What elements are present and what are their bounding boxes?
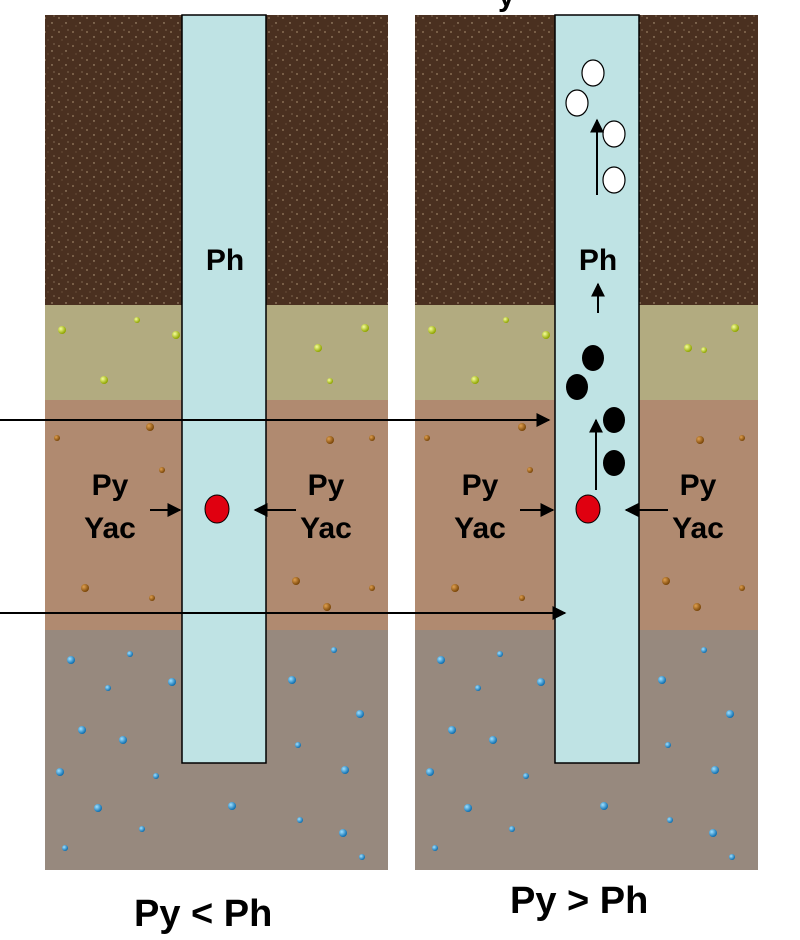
blue-grains (56, 647, 365, 860)
left-caption: Py < Ph (134, 893, 273, 935)
left-fluid-label: Yac (84, 512, 136, 545)
influx-bubble (575, 494, 601, 524)
right-pressure-label: Py (308, 469, 345, 502)
right-fluid-label: Yac (672, 512, 724, 545)
blue-grains (426, 647, 735, 860)
right-panel: Ph Py Yac Py Yac (415, 14, 758, 870)
left-fluid-label: Yac (454, 512, 506, 545)
right-fluid-label: Yac (300, 512, 352, 545)
title-fragment: y (498, 0, 515, 13)
brown-grains (54, 423, 375, 611)
yellow-grains (58, 317, 369, 384)
gas-bubbles (565, 59, 626, 194)
right-caption: Py > Ph (510, 880, 649, 922)
right-pressure-label: Py (680, 469, 717, 502)
oil-bubbles (566, 345, 625, 476)
left-pressure-label: Py (462, 469, 499, 502)
column-pressure-label: Ph (579, 244, 617, 277)
borehole-column (181, 14, 267, 764)
left-pressure-label: Py (92, 469, 129, 502)
influx-bubble (204, 494, 230, 524)
column-pressure-label: Ph (206, 244, 244, 277)
yellow-grains (428, 317, 739, 384)
left-panel: Ph Py Yac Py Yac (45, 14, 388, 870)
brown-grains (424, 423, 745, 611)
